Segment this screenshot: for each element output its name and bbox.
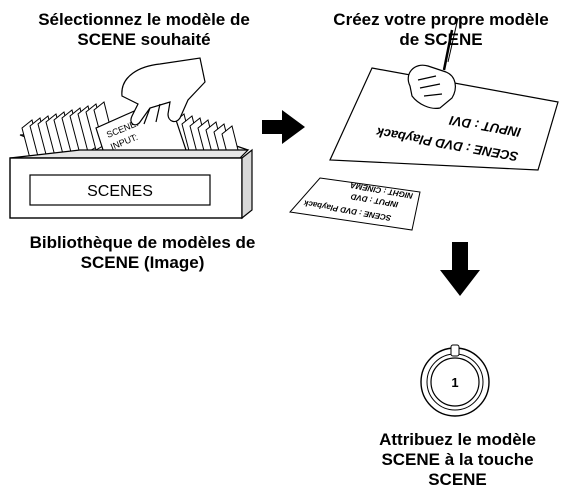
- caption-template-library: Bibliothèque de modèles de SCENE (Image): [0, 233, 285, 273]
- right-arrow-icon: [262, 110, 305, 144]
- down-arrow-icon: [440, 242, 480, 296]
- scenes-box-illustration: SCENE: INPUT: SCENES: [9, 57, 253, 220]
- box-label-frame: [29, 174, 211, 206]
- caption-line: Attribuez le modèle: [379, 430, 536, 449]
- caption-create-template: Créez votre propre modèle de SCENE: [300, 10, 579, 50]
- caption-line: SCENE souhaité: [77, 30, 211, 49]
- caption-line: Créez votre propre modèle: [333, 10, 549, 29]
- caption-line: Sélectionnez le modèle de: [38, 10, 250, 29]
- caption-line: SCENE (Image): [80, 253, 205, 272]
- hand-icon: [121, 57, 206, 126]
- caption-assign-button: Attribuez le modèle SCENE à la touche SC…: [345, 430, 570, 490]
- caption-line: SCENE à la touche: [381, 450, 534, 469]
- box-label: SCENES: [87, 183, 153, 200]
- template-sheet-illustration: SCENE : DVD Playback INPUT : DVI: [329, 17, 559, 171]
- caption-select-template: Sélectionnez le modèle de SCENE souhaité: [10, 10, 278, 50]
- template-note-card: SCENE : DVD Playback INPUT : DVD NIGHT :…: [289, 177, 421, 231]
- caption-line: de SCENE: [399, 30, 483, 49]
- scene-button-1: 1: [420, 344, 490, 417]
- caption-line: SCENE: [428, 470, 487, 489]
- scene-button-number: 1: [451, 375, 458, 390]
- caption-line: Bibliothèque de modèles de: [29, 233, 256, 252]
- writing-hand-icon: [407, 17, 459, 109]
